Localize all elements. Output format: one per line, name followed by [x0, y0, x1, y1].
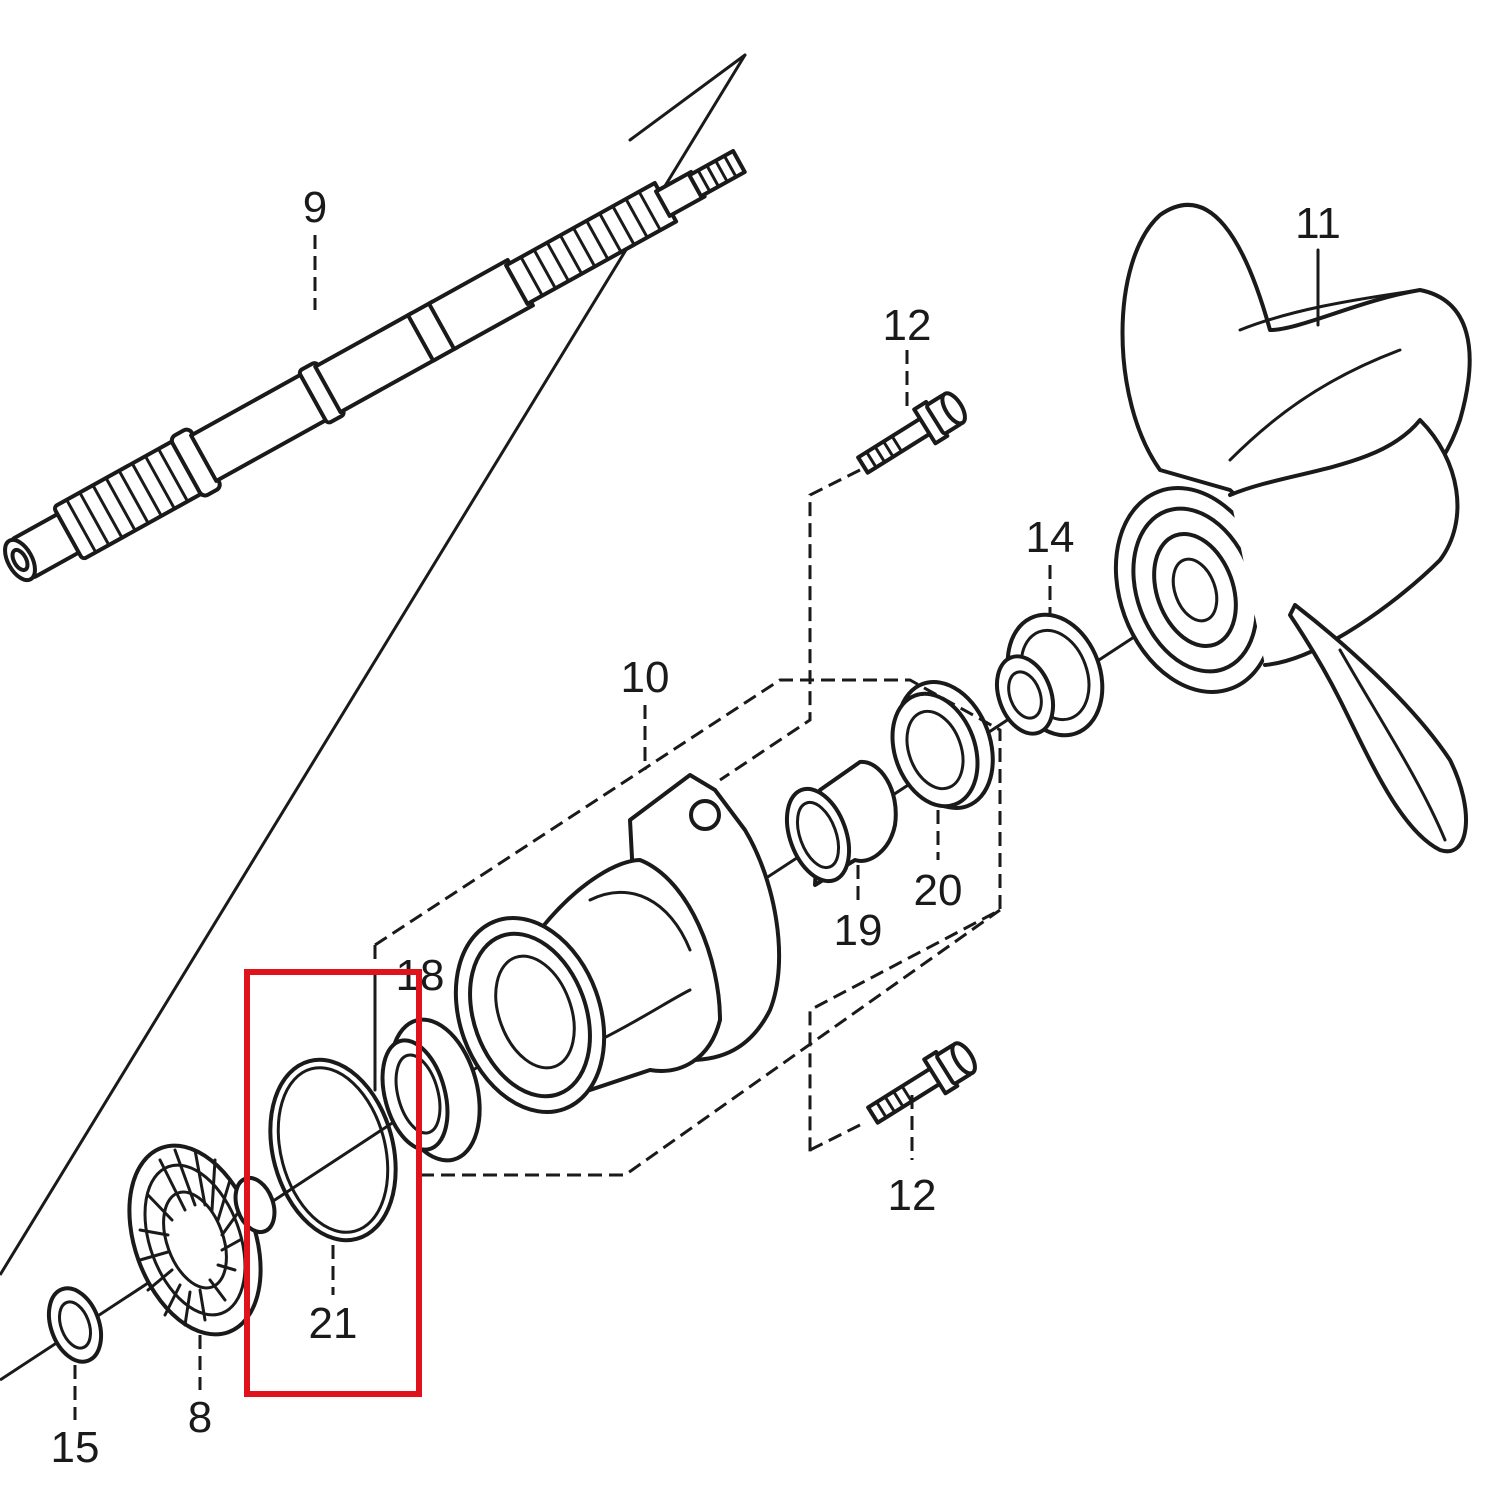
ball-bearing [380, 1017, 482, 1163]
callout-9: 9 [303, 183, 327, 232]
highlight-box [244, 969, 422, 1397]
thrust-washer [994, 612, 1105, 738]
divider-line [0, 54, 747, 1276]
bolt-group-leader [719, 468, 861, 1152]
bolt-top [856, 391, 967, 475]
bolt-bottom [866, 1041, 977, 1125]
bevel-gear [127, 1143, 277, 1337]
o-ring [268, 1057, 398, 1243]
callout-21: 21 [309, 1299, 358, 1348]
callout-11: 11 [1295, 199, 1341, 248]
callout-14: 14 [1026, 513, 1075, 562]
propeller [1113, 202, 1472, 854]
needle-bearing [784, 759, 898, 887]
callout-8: 8 [188, 1393, 212, 1442]
propeller-shaft [3, 53, 747, 583]
callout-12-top: 12 [883, 301, 932, 350]
callout-10: 10 [621, 653, 670, 702]
callout-20: 20 [914, 866, 963, 915]
callout-15: 15 [51, 1423, 100, 1472]
small-washer [46, 1286, 104, 1364]
assembly-group-box [373, 678, 1002, 1177]
callout-12-bottom: 12 [888, 1171, 937, 1220]
callout-19: 19 [834, 906, 883, 955]
bearing-housing [453, 773, 782, 1114]
oil-seal [890, 680, 995, 810]
